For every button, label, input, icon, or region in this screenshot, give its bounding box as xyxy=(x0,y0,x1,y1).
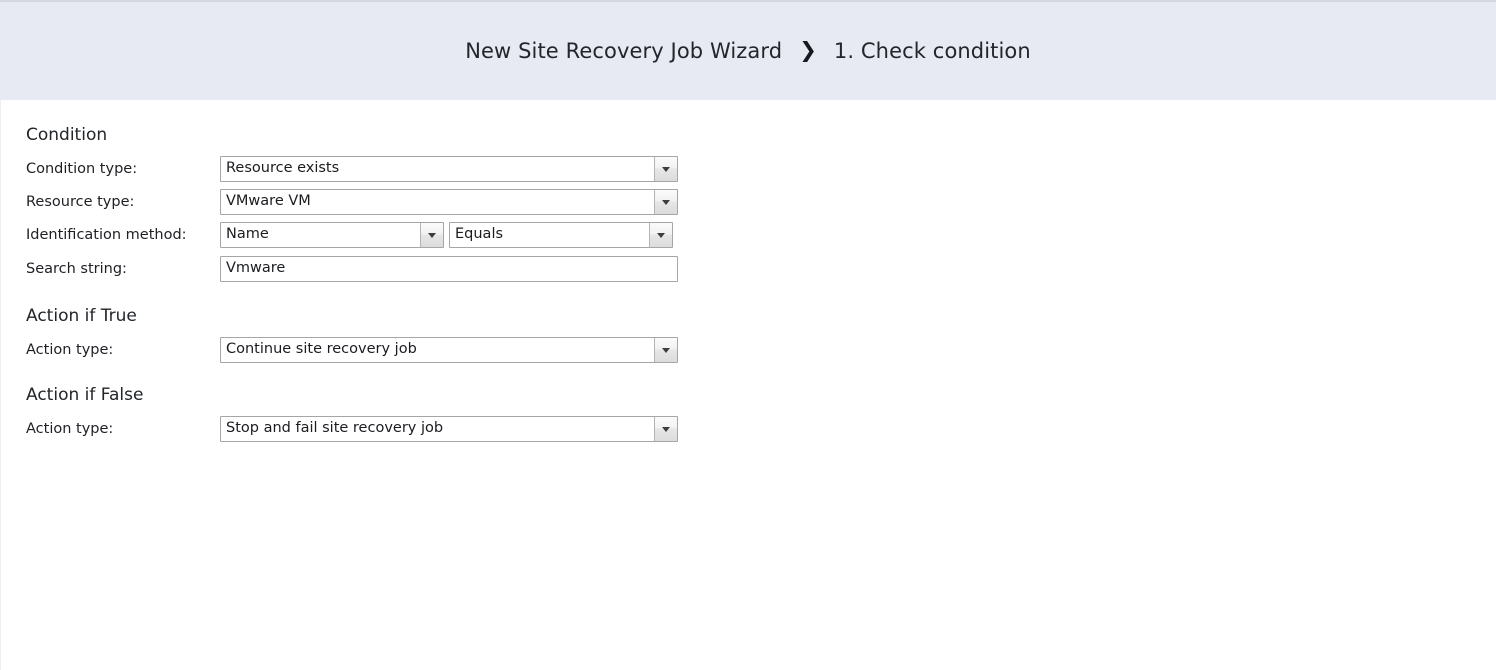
field-row-condition-type: Condition type: Resource exists xyxy=(26,156,678,182)
chevron-down-icon[interactable] xyxy=(654,190,677,214)
resource-type-value: VMware VM xyxy=(226,194,311,210)
label-action-if-true-type: Action type: xyxy=(26,342,114,358)
section-title-action-if-true: Action if True xyxy=(26,306,137,326)
label-resource-type: Resource type: xyxy=(26,194,135,210)
identification-method-value: Name xyxy=(226,227,269,243)
search-string-input[interactable]: Vmware xyxy=(220,256,678,282)
search-string-value: Vmware xyxy=(226,260,286,277)
identification-operator-value: Equals xyxy=(455,227,504,243)
chevron-right-icon: ❯ xyxy=(799,37,817,62)
action-if-false-type-select[interactable]: Stop and fail site recovery job xyxy=(220,416,678,442)
breadcrumb-step-current: 1. Check condition xyxy=(833,39,1031,63)
chevron-down-icon[interactable] xyxy=(654,157,677,181)
section-title-condition: Condition xyxy=(26,125,108,145)
identification-method-group: Name Equals xyxy=(220,222,673,248)
label-identification-method: Identification method: xyxy=(26,227,187,243)
action-if-false-type-value: Stop and fail site recovery job xyxy=(226,421,444,437)
chevron-down-icon[interactable] xyxy=(420,223,443,247)
label-action-if-false-type: Action type: xyxy=(26,421,114,437)
field-row-identification-method: Identification method: Name Equals xyxy=(26,222,673,248)
chevron-down-icon[interactable] xyxy=(654,417,677,441)
resource-type-select[interactable]: VMware VM xyxy=(220,189,678,215)
identification-operator-select[interactable]: Equals xyxy=(449,222,673,248)
label-search-string: Search string: xyxy=(26,261,127,277)
identification-method-select[interactable]: Name xyxy=(220,222,444,248)
action-if-true-type-select[interactable]: Continue site recovery job xyxy=(220,337,678,363)
section-title-action-if-false: Action if False xyxy=(26,385,144,405)
field-row-action-if-true-type: Action type: Continue site recovery job xyxy=(26,337,678,363)
chevron-down-icon[interactable] xyxy=(649,223,672,247)
action-if-true-type-value: Continue site recovery job xyxy=(226,342,417,358)
label-condition-type: Condition type: xyxy=(26,161,138,177)
field-row-search-string: Search string: Vmware xyxy=(26,256,678,282)
wizard-header: New Site Recovery Job Wizard ❯ 1. Check … xyxy=(0,0,1496,100)
field-row-resource-type: Resource type: VMware VM xyxy=(26,189,678,215)
field-row-action-if-false-type: Action type: Stop and fail site recovery… xyxy=(26,416,678,442)
wizard-title: New Site Recovery Job Wizard xyxy=(465,39,783,63)
breadcrumb: New Site Recovery Job Wizard ❯ 1. Check … xyxy=(465,39,1031,63)
wizard-body-panel: Condition Condition type: Resource exist… xyxy=(0,100,1496,670)
condition-type-select[interactable]: Resource exists xyxy=(220,156,678,182)
chevron-down-icon[interactable] xyxy=(654,338,677,362)
condition-type-value: Resource exists xyxy=(226,161,340,177)
